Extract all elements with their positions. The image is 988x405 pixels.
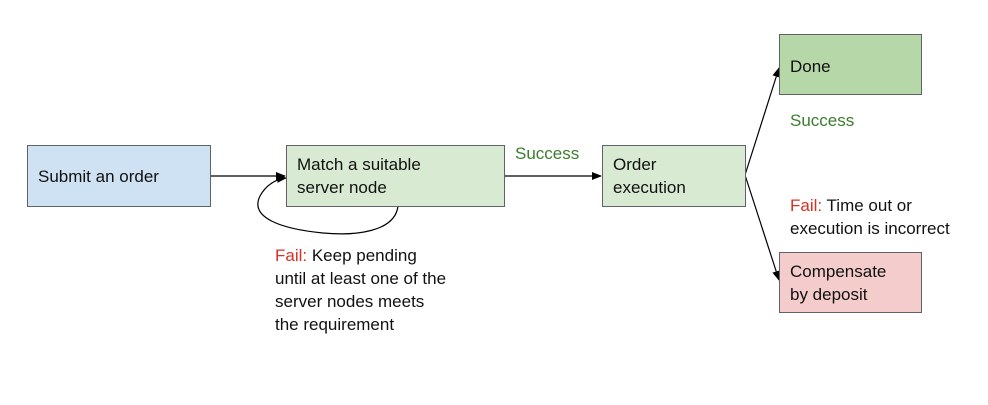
fail-keyword-pending: Fail: [275, 246, 308, 265]
node-submit-order: Submit an order [27, 145, 211, 207]
node-match-server-line-2: server node [297, 178, 387, 197]
node-compensate-line-1: Compensate [790, 261, 887, 281]
label-success-to-done: Success [790, 111, 855, 130]
fail-pending-line-1: Keep pending [307, 246, 417, 265]
node-compensate-line-2: by deposit [790, 284, 868, 304]
node-order-execution-line-2: execution [613, 178, 686, 197]
node-match-server: Match a suitable server node [286, 145, 505, 207]
node-order-execution: Order execution [602, 145, 746, 207]
fail-execution-line-1: Time out or [822, 196, 912, 215]
node-order-execution-line-1: Order [613, 155, 657, 174]
label-fail-execution: Fail: Time out or execution is incorrect [790, 194, 950, 240]
node-match-server-line-1: Match a suitable [297, 155, 421, 174]
arrow-self-loop-pending [257, 174, 399, 235]
node-submit-order-label: Submit an order [38, 166, 159, 186]
arrow-execution-to-done [744, 67, 781, 176]
arrow-execution-to-compensate [744, 174, 781, 281]
fail-keyword-execution: Fail: [790, 196, 823, 215]
node-done: Done [779, 34, 922, 95]
fail-execution-line-2: execution is incorrect [790, 219, 950, 238]
fail-pending-line-2: until at least one of the [275, 269, 447, 288]
label-success-to-execution: Success [515, 144, 580, 163]
fail-pending-line-3: server nodes meets [275, 292, 425, 311]
fail-pending-line-4: the requirement [275, 315, 395, 334]
node-done-label: Done [790, 57, 831, 76]
node-compensate: Compensate by deposit [779, 252, 922, 313]
label-fail-pending: Fail: Keep pending until at least one of… [275, 244, 446, 336]
